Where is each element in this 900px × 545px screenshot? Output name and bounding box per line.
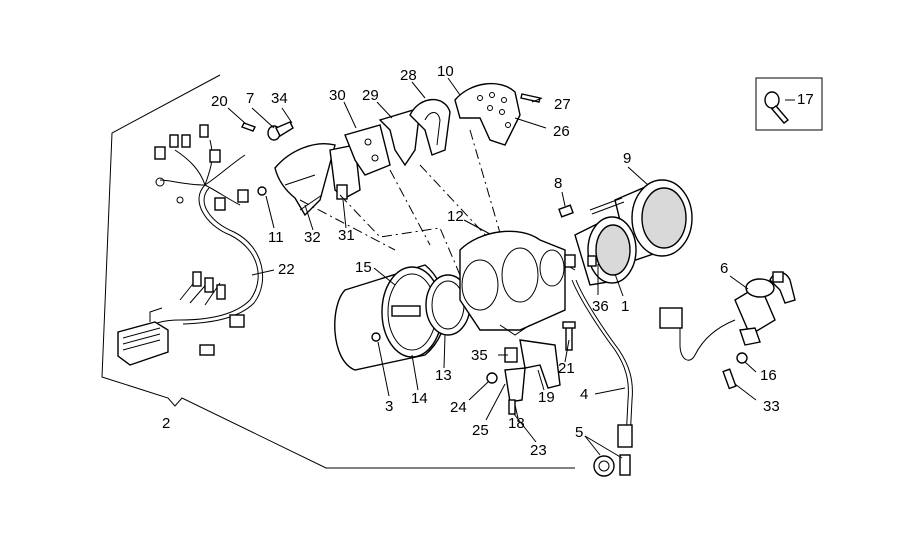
- leader-lines: [227, 77, 795, 459]
- label-part-18: 18: [508, 415, 525, 432]
- label-part-13: 13: [435, 367, 452, 384]
- label-part-17: 17: [797, 91, 814, 108]
- label-part-22: 22: [278, 261, 295, 278]
- speedometer-cable-4: [571, 279, 633, 476]
- label-part-20: 20: [211, 93, 228, 110]
- screw-27: [520, 93, 541, 103]
- harness-connector-block: [117, 307, 169, 366]
- label-part-31: 31: [338, 227, 355, 244]
- label-part-4: 4: [580, 386, 588, 403]
- part-number-labels: 20 7 34 30 29 28 10 27 26 17 9 8 11 32 3…: [162, 63, 814, 459]
- label-part-28: 28: [400, 67, 417, 84]
- screw-33: [722, 368, 737, 390]
- label-part-7: 7: [246, 90, 254, 107]
- clip-8: [558, 197, 625, 218]
- label-part-12: 12: [447, 208, 464, 225]
- screw-11: [257, 186, 267, 196]
- label-part-27: 27: [554, 96, 571, 113]
- label-part-16: 16: [760, 367, 777, 384]
- cover-26: [454, 82, 521, 146]
- label-part-21: 21: [558, 360, 575, 377]
- label-part-19: 19: [538, 389, 555, 406]
- label-part-9: 9: [623, 150, 631, 167]
- label-part-33: 33: [763, 398, 780, 415]
- screw-20: [241, 122, 256, 132]
- label-part-14: 14: [411, 390, 428, 407]
- harness-group-outline: [101, 74, 575, 469]
- label-part-2: 2: [162, 415, 170, 432]
- housing-cylinder-15: [334, 264, 447, 371]
- plate-30: [344, 124, 391, 176]
- label-part-1: 1: [621, 298, 629, 315]
- label-part-15: 15: [355, 259, 372, 276]
- label-part-10: 10: [437, 63, 454, 80]
- bolt-21: [562, 321, 576, 351]
- panel-12: [459, 230, 566, 336]
- label-part-34: 34: [271, 90, 288, 107]
- label-part-26: 26: [553, 123, 570, 140]
- label-part-35: 35: [471, 347, 488, 364]
- bracket-arm-25: [504, 367, 526, 403]
- screw-24: [486, 372, 498, 384]
- gauge-36: [564, 216, 637, 286]
- label-part-5: 5: [575, 424, 583, 441]
- screw-3: [371, 332, 381, 342]
- label-part-24: 24: [450, 399, 467, 416]
- screw-23: [508, 399, 516, 415]
- gasket-28: [409, 98, 451, 156]
- label-part-25: 25: [472, 422, 489, 439]
- wiring-harness: [117, 124, 264, 366]
- grommet-7: [267, 121, 294, 141]
- key-inset: [755, 77, 823, 131]
- label-part-29: 29: [362, 87, 379, 104]
- bracket-32: [274, 143, 336, 217]
- ignition-switch-6: [659, 271, 796, 364]
- label-part-36: 36: [592, 298, 609, 315]
- label-part-6: 6: [720, 260, 728, 277]
- nut-5: [593, 455, 615, 477]
- label-part-11: 11: [268, 229, 284, 246]
- label-part-23: 23: [530, 442, 547, 459]
- label-part-3: 3: [385, 398, 393, 415]
- label-part-30: 30: [329, 87, 346, 104]
- label-part-32: 32: [304, 229, 321, 246]
- label-part-8: 8: [554, 175, 562, 192]
